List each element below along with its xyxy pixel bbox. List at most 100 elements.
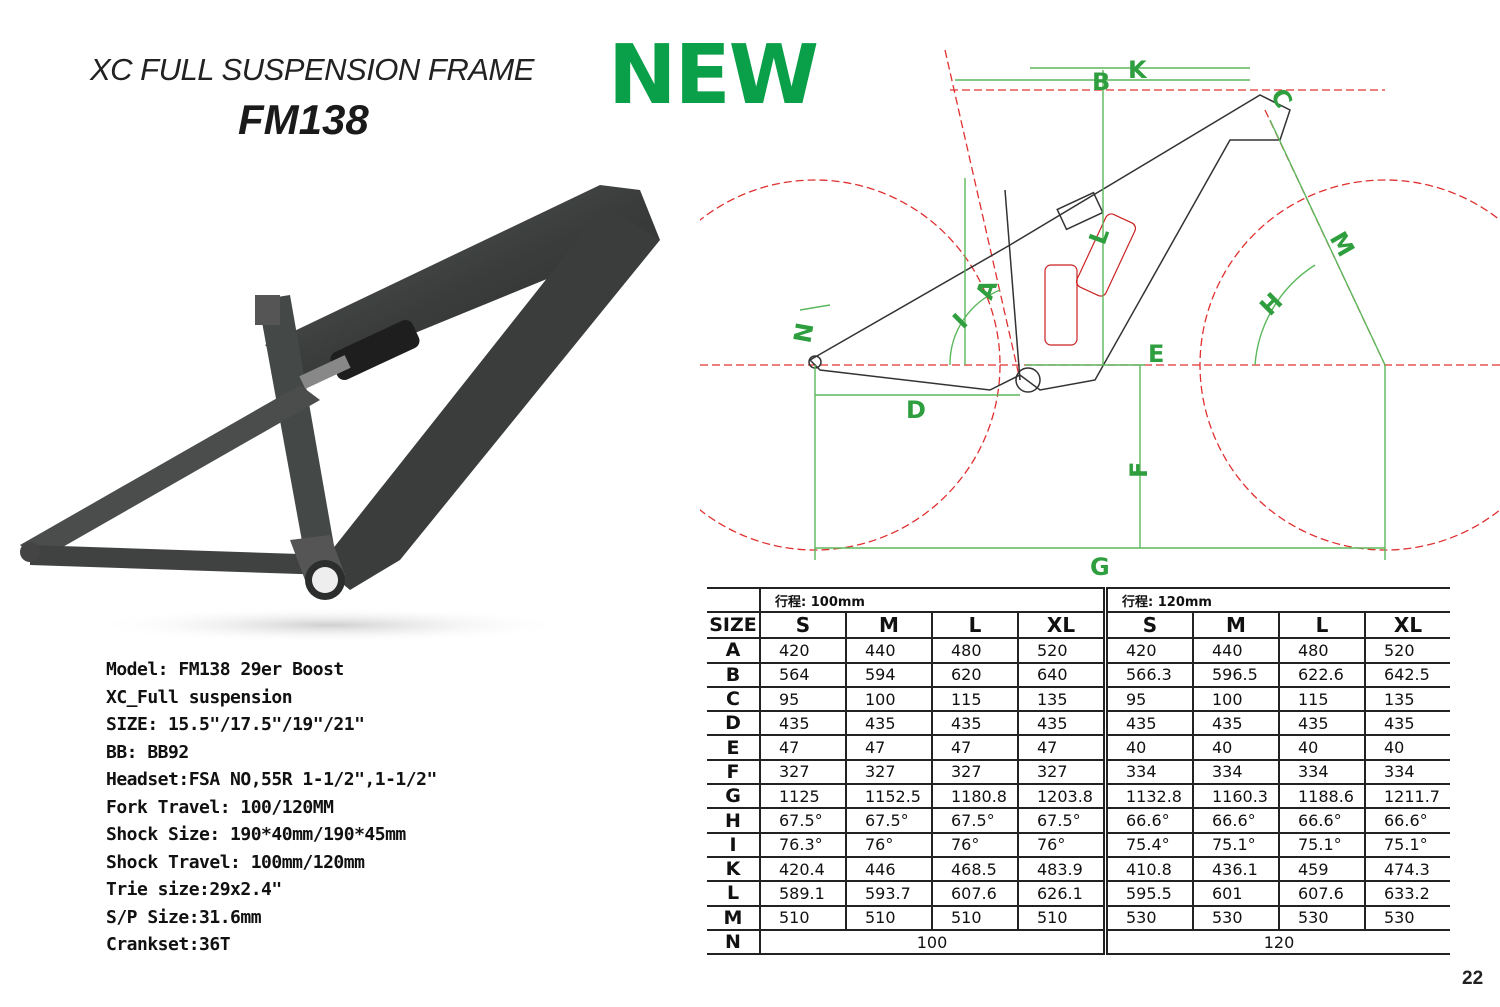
dimension-label: E: [707, 734, 760, 761]
size-header: S: [1103, 611, 1193, 640]
dimension-label: A: [707, 637, 760, 664]
cell-120mm: 100: [1192, 685, 1279, 713]
cell-120mm: 120: [1103, 928, 1450, 956]
cell-100mm: 468.5: [931, 855, 1018, 883]
size-header: XL: [1017, 611, 1106, 640]
cell-100mm: 446: [845, 855, 932, 883]
dimension-label: B: [707, 661, 760, 688]
cell-120mm: 40: [1278, 734, 1365, 761]
dimension-label: L: [707, 880, 760, 907]
dimension-label: M: [707, 904, 760, 931]
cell-100mm: 67.5°: [759, 807, 846, 834]
frame-subtitle: XC FULL SUSPENSION FRAME: [90, 52, 534, 87]
cell-120mm: 135: [1364, 685, 1450, 713]
dim-label-c: C: [1265, 84, 1298, 113]
dimension-label: C: [707, 685, 760, 713]
cell-100mm: 640: [1017, 661, 1106, 688]
dimension-label: I: [707, 831, 760, 858]
cell-100mm: 1180.8: [931, 783, 1018, 810]
dimension-label: F: [707, 758, 760, 786]
cell-120mm: 66.6°: [1364, 807, 1450, 834]
cell-120mm: 520: [1364, 637, 1450, 664]
cell-100mm: 76°: [1017, 831, 1106, 858]
cell-100mm: 67.5°: [931, 807, 1018, 834]
cell-120mm: 435: [1278, 710, 1365, 737]
travel-header-row: 行程: 100mm 行程: 120mm: [707, 586, 1450, 614]
size-header: L: [1278, 611, 1365, 640]
cell-100mm: 1203.8: [1017, 783, 1106, 810]
cell-120mm: 75.1°: [1278, 831, 1365, 858]
dim-label-f: F: [1125, 462, 1153, 478]
cell-100mm: 435: [759, 710, 846, 737]
dim-label-e: E: [1148, 340, 1164, 368]
travel-120-header: 行程: 120mm: [1103, 586, 1450, 614]
cell-100mm: 440: [845, 637, 932, 664]
cell-120mm: 410.8: [1103, 855, 1193, 883]
dimension-label: K: [707, 855, 760, 883]
cell-120mm: 40: [1192, 734, 1279, 761]
dim-label-g: G: [1090, 553, 1110, 580]
cell-100mm: 564: [759, 661, 846, 688]
cell-100mm: 1125: [759, 783, 846, 810]
cell-120mm: 75.1°: [1192, 831, 1279, 858]
cell-100mm: 1152.5: [845, 783, 932, 810]
cell-100mm: 47: [1017, 734, 1106, 761]
cell-100mm: 135: [1017, 685, 1106, 713]
cell-120mm: 642.5: [1364, 661, 1450, 688]
dimension-label: N: [707, 928, 760, 956]
dim-label-a: A: [971, 276, 1004, 303]
size-header: S: [759, 611, 846, 640]
cell-120mm: 66.6°: [1192, 807, 1279, 834]
cell-120mm: 622.6: [1278, 661, 1365, 688]
cell-120mm: 40: [1364, 734, 1450, 761]
cell-120mm: 420: [1103, 637, 1193, 664]
spec-fork-travel: Fork Travel: 100/120MM: [106, 796, 334, 818]
cell-100mm: 47: [759, 734, 846, 761]
cell-100mm: 76°: [931, 831, 1018, 858]
cell-120mm: 440: [1192, 637, 1279, 664]
cell-120mm: 595.5: [1103, 880, 1193, 907]
cell-100mm: 67.5°: [1017, 807, 1106, 834]
spec-seatpost-size: S/P Size:31.6mm: [106, 906, 262, 928]
cell-120mm: 436.1: [1192, 855, 1279, 883]
cell-100mm: 47: [931, 734, 1018, 761]
cell-120mm: 530: [1278, 904, 1365, 931]
geometry-diagram: A B C D E F G H I K L M N: [700, 49, 1500, 580]
frame-product-image: [20, 185, 660, 643]
cell-120mm: 633.2: [1364, 880, 1450, 907]
dimension-label: D: [707, 710, 760, 737]
cell-100mm: 420.4: [759, 855, 846, 883]
cell-100mm: 435: [1017, 710, 1106, 737]
cell-100mm: 435: [931, 710, 1018, 737]
dim-label-n: N: [788, 320, 819, 345]
cell-120mm: 40: [1103, 734, 1193, 761]
cell-120mm: 530: [1103, 904, 1193, 931]
cell-120mm: 334: [1364, 758, 1450, 786]
cell-120mm: 1188.6: [1278, 783, 1365, 810]
cell-120mm: 474.3: [1364, 855, 1450, 883]
spec-model: Model: FM138 29er Boost: [106, 659, 344, 680]
spec-shock-size: Shock Size: 190*40mm/190*45mm: [106, 824, 406, 845]
cell-100mm: 510: [759, 904, 846, 931]
spec-bb: BB: BB92: [106, 741, 189, 763]
cell-120mm: 334: [1278, 758, 1365, 786]
geometry-table: 行程: 100mm 行程: 120mm SIZE S M L XL S M L …: [707, 586, 1450, 956]
cell-120mm: 334: [1103, 758, 1193, 786]
new-badge: NEW: [608, 28, 819, 123]
cell-120mm: 1211.7: [1364, 783, 1450, 810]
cell-100mm: 589.1: [759, 880, 846, 907]
page-number: 22: [1462, 968, 1484, 989]
cell-120mm: 1132.8: [1103, 783, 1193, 810]
cell-100mm: 510: [931, 904, 1018, 931]
spec-shock-travel: Shock Travel: 100mm/120mm: [106, 851, 365, 873]
cell-100mm: 47: [845, 734, 932, 761]
cell-120mm: 607.6: [1278, 880, 1365, 907]
spec-crankset: Crankset:36T: [106, 934, 231, 955]
